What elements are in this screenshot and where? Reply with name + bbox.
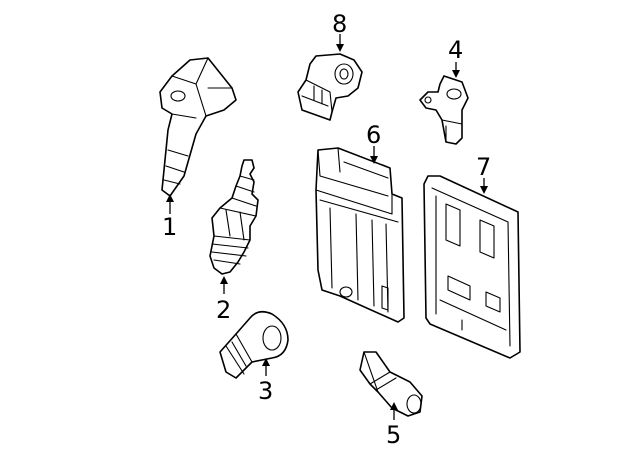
leader-4 bbox=[452, 62, 460, 78]
callout-3: 3 bbox=[258, 377, 273, 405]
knock-sensor-upper-icon[interactable] bbox=[297, 53, 363, 121]
spark-plug-icon[interactable] bbox=[209, 159, 259, 275]
body-control-module-icon[interactable] bbox=[423, 175, 521, 359]
leader-5 bbox=[390, 402, 398, 420]
callout-8: 8 bbox=[332, 10, 347, 38]
callout-7: 7 bbox=[476, 153, 491, 181]
camshaft-sensor-icon[interactable] bbox=[419, 75, 469, 145]
callout-6: 6 bbox=[366, 121, 381, 149]
leader-8 bbox=[336, 34, 344, 52]
leader-2 bbox=[220, 276, 228, 294]
callout-5: 5 bbox=[386, 421, 401, 449]
knock-sensor-icon[interactable] bbox=[219, 310, 289, 379]
ignition-coil-icon[interactable] bbox=[159, 57, 237, 197]
leader-1 bbox=[166, 194, 174, 214]
leader-6 bbox=[370, 146, 378, 164]
callout-2: 2 bbox=[216, 296, 231, 324]
engine-control-module-icon[interactable] bbox=[315, 147, 405, 323]
leader-3 bbox=[262, 358, 270, 376]
callout-4: 4 bbox=[448, 36, 463, 64]
callout-1: 1 bbox=[162, 213, 177, 241]
leader-7 bbox=[480, 178, 488, 194]
crankshaft-sensor-icon[interactable] bbox=[359, 351, 423, 417]
